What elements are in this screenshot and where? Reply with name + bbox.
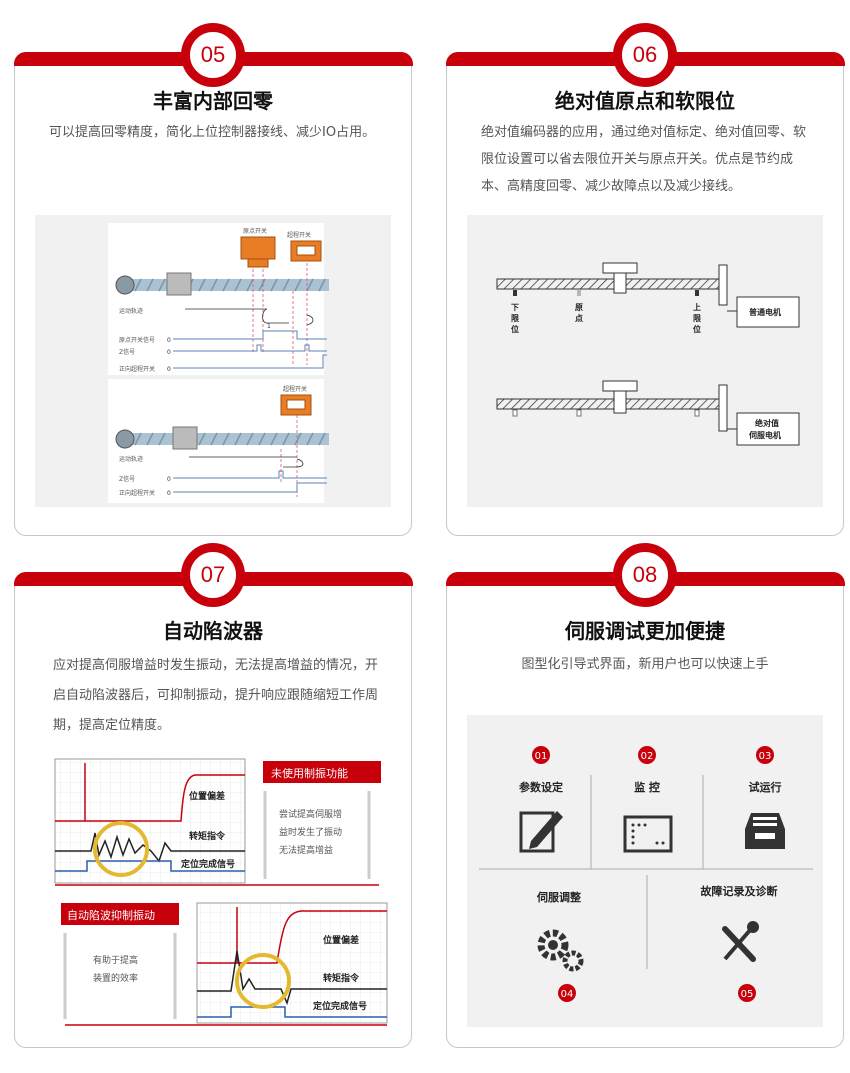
overtravel-switch-label: 超程开关 — [287, 231, 311, 239]
origin-signal-label: 原点开关信号 — [119, 336, 155, 344]
card-desc: 图型化引导式界面，新用户也可以快速上手 — [521, 657, 769, 672]
svg-text:正向超程开关: 正向超程开关 — [119, 489, 155, 497]
step-trial-run[interactable]: 03 试运行 — [745, 746, 785, 849]
badge-06: 06 — [613, 23, 677, 87]
badge-08: 08 — [613, 543, 677, 607]
svg-text:转矩指令: 转矩指令 — [189, 830, 226, 842]
svg-text:益时发生了振动: 益时发生了振动 — [279, 826, 342, 838]
z-signal-label: Z信号 — [119, 348, 135, 356]
notch-filter-diagram: 位置偏差 转矩指令 定位完成信号 未使用制振功能 尝试提高伺服增 益时发生了振动… — [54, 758, 388, 1026]
svg-text:点: 点 — [575, 313, 583, 323]
svg-text:定位完成信号: 定位完成信号 — [312, 1000, 367, 1012]
svg-text:装置的效率: 装置的效率 — [93, 972, 138, 984]
svg-text:04: 04 — [561, 989, 574, 1000]
debug-steps-panel: 01 参数设定 02 监 控 03 试运行 — [467, 715, 823, 1027]
svg-text:有助于提高: 有助于提高 — [93, 954, 138, 966]
limit-diagram: 下限位 原点 上限位 普通电机 绝对值 伺服电机 — [467, 215, 823, 507]
svg-text:运动轨迹: 运动轨迹 — [119, 455, 143, 463]
motor-normal-label: 普通电机 — [749, 307, 781, 317]
svg-text:限: 限 — [693, 314, 701, 323]
svg-text:05: 05 — [741, 989, 754, 1000]
svg-text:01: 01 — [535, 751, 548, 762]
svg-text:原: 原 — [575, 303, 583, 312]
svg-text:上: 上 — [693, 302, 701, 312]
svg-text:0: 0 — [167, 490, 171, 497]
card-desc: 应对提高伺服增益时发生振动，无法提高增益的情况，开启自动陷波器后，可抑制振动，提… — [53, 658, 379, 733]
svg-text:0: 0 — [167, 349, 171, 356]
monitor-icon — [623, 815, 673, 853]
tray-icon — [745, 813, 785, 849]
svg-text:尝试提高伺服增: 尝试提高伺服增 — [279, 808, 342, 820]
svg-text:无法提高增益: 无法提高增益 — [279, 844, 333, 856]
svg-text:03: 03 — [759, 751, 772, 762]
gears-icon — [537, 929, 584, 972]
card-06: 06 绝对值原点和软限位 绝对值编码器的应用，通过绝对值标定、绝对值回零、软限位… — [445, 23, 845, 536]
card-desc: 可以提高回零精度，简化上位控制器接线、减少IO占用。 — [49, 125, 376, 140]
step-param-setting[interactable]: 01 参数设定 — [519, 746, 563, 853]
homing-diagram: 原点开关 超程开关 运动轨迹 原点开关信号 Z信号 正向超程开关 0 0 0 1 — [35, 215, 391, 507]
card-05: 05 丰富内部回零 可以提高回零精度，简化上位控制器接线、减少IO占用。 原点开… — [13, 23, 413, 536]
svg-text:0: 0 — [167, 476, 171, 483]
svg-text:位: 位 — [511, 324, 519, 334]
badge-07: 07 — [181, 543, 245, 607]
svg-text:位置偏差: 位置偏差 — [323, 934, 359, 946]
tag-auto-notch: 自动陷波抑制振动 — [67, 908, 155, 922]
svg-text:试运行: 试运行 — [749, 780, 782, 794]
fwd-overtravel-label: 正向超程开关 — [119, 365, 155, 373]
tools-icon — [722, 921, 759, 962]
step-monitor[interactable]: 02 监 控 — [623, 746, 673, 853]
svg-text:0: 0 — [167, 366, 171, 373]
svg-text:位: 位 — [693, 324, 701, 334]
edit-document-icon — [519, 811, 563, 853]
card-title: 绝对值原点和软限位 — [555, 89, 735, 113]
svg-text:伺服电机: 伺服电机 — [748, 430, 781, 440]
svg-text:参数设定: 参数设定 — [519, 780, 563, 794]
card-08: 08 伺服调试更加便捷 图型化引导式界面，新用户也可以快速上手 01 参数设定 … — [445, 543, 845, 1048]
card-07: 07 自动陷波器 应对提高伺服增益时发生振动，无法提高增益的情况，开启自动陷波器… — [13, 543, 413, 1048]
card-title: 自动陷波器 — [163, 619, 263, 643]
svg-text:定位完成信号: 定位完成信号 — [180, 858, 235, 870]
step-fault-diagnosis[interactable]: 故障记录及诊断 05 — [701, 884, 778, 1002]
svg-text:监 控: 监 控 — [634, 780, 660, 794]
svg-text:限: 限 — [511, 314, 519, 323]
card-title: 丰富内部回零 — [153, 89, 273, 113]
step-servo-tuning[interactable]: 伺服调整 04 — [536, 890, 584, 1002]
svg-text:1: 1 — [267, 323, 271, 330]
badge-05: 05 — [181, 23, 245, 87]
motor-abs-label: 绝对值 — [755, 418, 779, 428]
svg-text:0: 0 — [167, 337, 171, 344]
tag-no-vibration-control: 未使用制振功能 — [271, 766, 348, 780]
svg-text:Z信号: Z信号 — [119, 475, 135, 483]
track-label: 运动轨迹 — [119, 307, 143, 315]
svg-text:故障记录及诊断: 故障记录及诊断 — [701, 884, 778, 898]
svg-text:02: 02 — [641, 751, 654, 762]
svg-text:超程开关: 超程开关 — [283, 385, 307, 393]
card-desc: 绝对值编码器的应用，通过绝对值标定、绝对值回零、软限位设置可以省去限位开关与原点… — [481, 125, 807, 194]
card-title: 伺服调试更加便捷 — [565, 619, 725, 643]
origin-switch-label: 原点开关 — [243, 227, 267, 235]
svg-text:转矩指令: 转矩指令 — [323, 972, 360, 984]
svg-text:伺服调整: 伺服调整 — [536, 890, 581, 904]
svg-text:位置偏差: 位置偏差 — [189, 790, 225, 802]
svg-text:下: 下 — [511, 303, 519, 312]
